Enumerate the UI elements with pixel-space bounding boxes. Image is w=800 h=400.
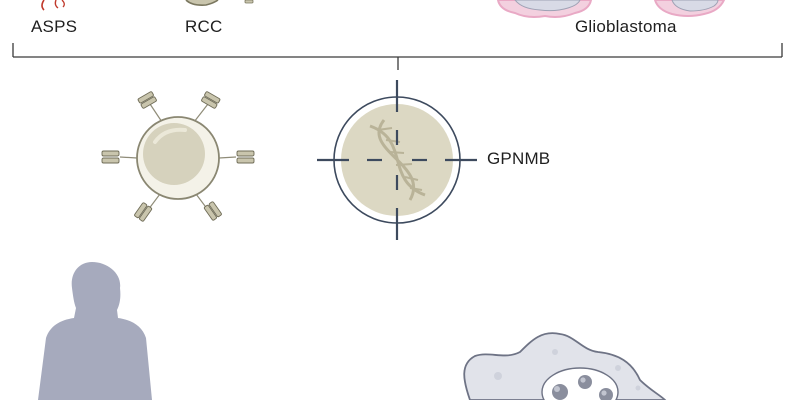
asps-vessel-icon <box>41 0 65 11</box>
grouping-bracket <box>12 43 783 70</box>
t-cell-nucleus <box>143 123 205 185</box>
rcc-kidney-icon <box>185 0 254 6</box>
asps-label: ASPS <box>31 17 78 36</box>
dna-target-icon <box>317 80 477 240</box>
glioblastoma-label: Glioblastoma <box>575 17 677 36</box>
macrophage-icon <box>463 332 667 400</box>
car-t-cell-icon <box>101 91 255 222</box>
receptor-bottom-right <box>203 201 222 221</box>
dna-helix <box>369 119 426 201</box>
gpnmb-label: GPNMB <box>487 149 551 168</box>
person-silhouette-icon <box>38 262 152 400</box>
receptor-bottom-left <box>134 202 153 222</box>
receptor-top-left <box>137 91 157 109</box>
tumor-cluster-icon <box>496 0 726 18</box>
receptor-left <box>101 150 120 164</box>
receptor-right <box>236 150 255 164</box>
crosshair <box>317 80 477 240</box>
receptor-top-right <box>201 91 221 109</box>
rcc-label: RCC <box>185 17 223 36</box>
